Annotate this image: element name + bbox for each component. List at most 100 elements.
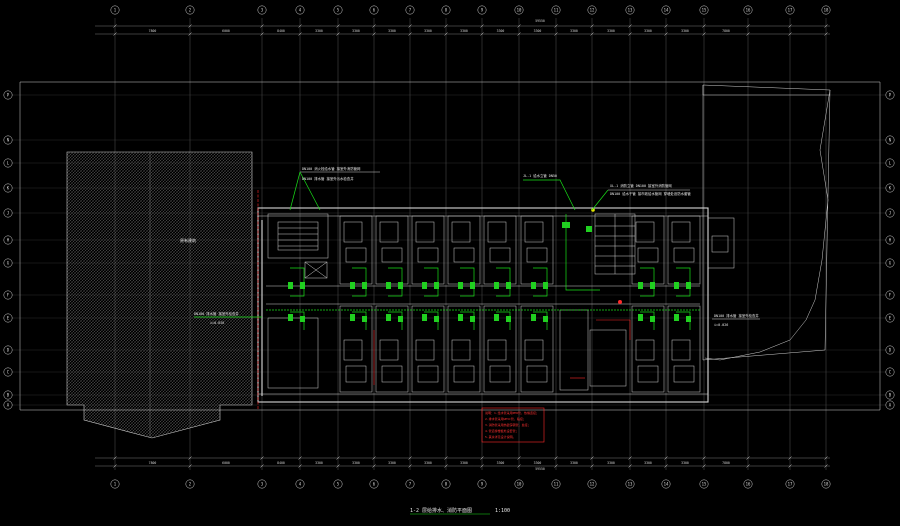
grid-label-left: G	[7, 260, 10, 265]
grid-label-left: H	[7, 237, 10, 242]
bed-bottom	[637, 365, 659, 383]
room-top	[483, 215, 517, 285]
grid-bubble-top	[625, 5, 635, 15]
fixture-top-2	[470, 282, 475, 289]
pipe-run-bottom	[290, 311, 305, 330]
bathroom-bottom	[415, 339, 435, 361]
dim-label-bottom: 3300	[352, 461, 360, 465]
pipe-run-bottom	[496, 311, 511, 330]
fixture-top-2	[506, 282, 511, 289]
grid-label-left: A	[7, 402, 10, 407]
grid-label-bottom: 5	[337, 481, 340, 486]
grid-bubble-top	[110, 5, 120, 15]
grid-label-left: N	[7, 137, 10, 142]
grid-label-top: 8	[445, 7, 448, 12]
fixture-top	[531, 282, 536, 289]
grid-label-right: E	[889, 315, 892, 320]
red-note-0: 说明：1.给水管采用PPR管，热熔连接；	[485, 410, 539, 415]
bathroom-top	[524, 221, 544, 243]
fixture-top	[638, 282, 643, 289]
red-note-3: 4.管道穿楼板处设套管；	[485, 428, 519, 433]
grid-bubble-top	[333, 5, 343, 15]
dim-label-top: 3300	[460, 29, 468, 33]
grid-label-left: F	[7, 292, 10, 297]
red-note-4: 5.其余详见设计说明。	[485, 434, 516, 439]
grid-bubble-left	[3, 290, 13, 300]
fixture-top	[422, 282, 427, 289]
red-note-1: 2.排水管采用UPVC管，粘接；	[485, 416, 526, 421]
dim-label-top: 3300	[644, 29, 652, 33]
grid-label-right: P	[889, 92, 892, 97]
annotation-leaders	[194, 171, 760, 320]
grid-bubble-left	[3, 158, 13, 168]
dim-label-top: 3300	[352, 29, 360, 33]
bed-bottom	[417, 365, 439, 383]
bathroom-top	[379, 221, 399, 243]
grid-label-top: 18	[824, 7, 829, 12]
riser-fixture	[562, 222, 570, 228]
grid-label-top: 16	[746, 7, 751, 12]
dim-label-bottom: 3300	[388, 461, 396, 465]
grid-label-top: 7	[409, 7, 412, 12]
note-left-b: i=0.026	[210, 321, 224, 325]
grid-label-top: 9	[481, 7, 484, 12]
grid-label-bottom: 4	[299, 481, 302, 486]
pipe-run-bottom	[533, 311, 548, 330]
grid-label-right: C	[889, 369, 892, 374]
fixture-top-2	[686, 282, 691, 289]
bed-bottom	[489, 365, 511, 383]
fixture-top	[494, 282, 499, 289]
vertical-grid-lines	[114, 18, 827, 470]
grid-bubble-bottom	[743, 479, 753, 489]
fixture-bottom-2	[543, 316, 548, 322]
riser-fixture-2	[586, 226, 592, 232]
bathroom-bottom	[379, 339, 399, 361]
grid-bubbles: 1122334455667788991010111112121313141415…	[3, 5, 895, 489]
grid-bubble-right	[885, 135, 895, 145]
dim-label-top: 3300	[607, 29, 615, 33]
grid-label-bottom: 6	[373, 481, 376, 486]
grid-label-top: 14	[664, 7, 669, 12]
dimension-lines: 7800780060006000840084003300330033003300…	[95, 24, 830, 468]
fixture-top-2	[543, 282, 548, 289]
grid-bubble-bottom	[514, 479, 524, 489]
grid-label-bottom: 1	[114, 481, 117, 486]
grid-bubble-left	[3, 90, 13, 100]
grid-label-right: L	[889, 160, 892, 165]
dim-label-bottom: 3300	[607, 461, 615, 465]
grid-bubble-right	[885, 208, 895, 218]
grid-label-left: K	[7, 185, 10, 190]
grid-bubble-bottom	[295, 479, 305, 489]
bed-top	[526, 247, 548, 263]
fixture-top-2	[398, 282, 403, 289]
bed-top	[489, 247, 511, 263]
grid-label-top: 4	[299, 7, 302, 12]
room-top	[667, 215, 701, 285]
fixture-bottom-2	[300, 316, 305, 322]
note-left-a: DN100 排水管 接室外检查井	[194, 311, 239, 316]
grid-bubble-left	[3, 400, 13, 410]
fixture-top-2	[650, 282, 655, 289]
grid-label-bottom: 18	[824, 481, 829, 486]
bed-bottom	[526, 365, 548, 383]
dim-label-bottom: 3300	[534, 461, 542, 465]
grid-label-right: J	[889, 210, 891, 215]
fixture-top-2	[434, 282, 439, 289]
pipe-run-bottom	[460, 311, 475, 330]
grid-bubble-bottom	[699, 479, 709, 489]
grid-label-top: 2	[189, 7, 192, 12]
dim-label-bottom: 7800	[149, 461, 157, 465]
grid-bubble-right	[885, 400, 895, 410]
grid-bubble-bottom	[369, 479, 379, 489]
building-plan	[257, 207, 735, 403]
grid-label-left: L	[7, 160, 10, 165]
grid-bubble-right	[885, 235, 895, 245]
fixture-bottom	[350, 314, 355, 321]
bathroom-bottom	[635, 339, 655, 361]
fixture-bottom-2	[470, 316, 475, 322]
note-a: DN100 消火栓给水管 接室外消防管网	[302, 166, 361, 171]
grid-bubble-right	[885, 258, 895, 268]
bed-top	[381, 247, 403, 263]
grid-bubble-left	[3, 135, 13, 145]
